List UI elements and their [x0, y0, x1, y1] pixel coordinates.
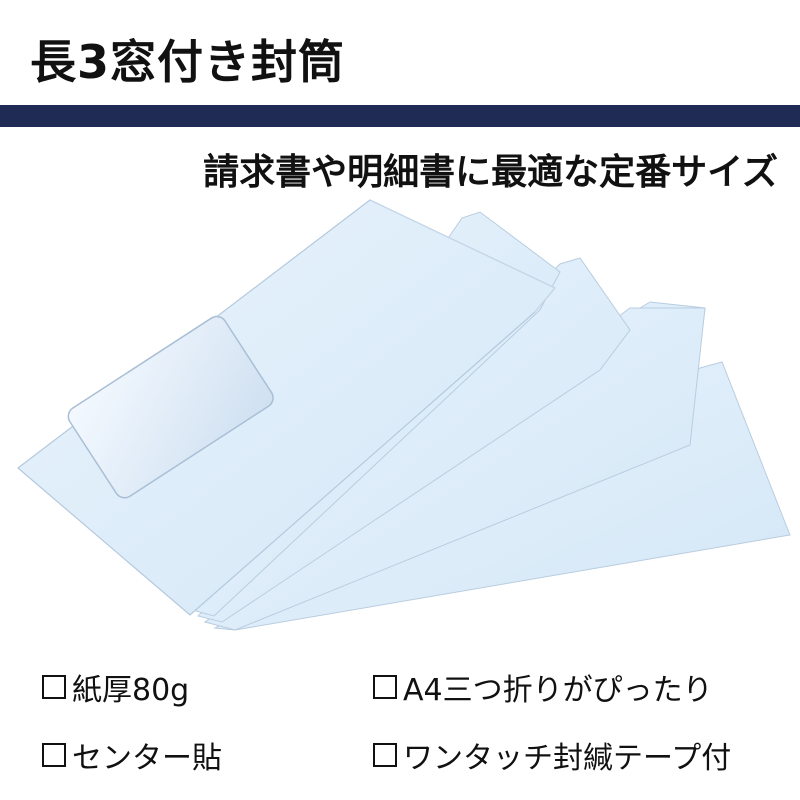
envelope-1 — [17, 199, 556, 616]
checkbox-icon — [42, 743, 66, 767]
feature-label: センター貼 — [72, 741, 222, 776]
product-title: 長3窓付き封筒 — [30, 35, 346, 89]
feature-list: 紙厚80g A4三つ折りがぴったり センター貼 ワンタッチ封緘テープ付 — [0, 655, 800, 800]
feature-item: A4三つ折りがぴったり — [373, 665, 713, 709]
checkbox-icon — [373, 675, 397, 699]
feature-item: 紙厚80g — [42, 665, 189, 709]
feature-item: ワンタッチ封緘テープ付 — [373, 733, 731, 777]
envelope-window — [67, 315, 274, 499]
envelope-3 — [197, 257, 631, 623]
feature-item: センター貼 — [42, 733, 222, 777]
envelopes-image — [17, 199, 791, 631]
checkbox-icon — [373, 743, 397, 767]
subtitle: 請求書や明細書に最適な定番サイズ — [203, 152, 778, 193]
header-band — [0, 105, 800, 127]
feature-label: ワンタッチ封緘テープ付 — [403, 741, 732, 776]
feature-label: A4三つ折りがぴったり — [403, 673, 713, 708]
feature-label: 紙厚80g — [72, 673, 190, 708]
checkbox-icon — [42, 675, 66, 699]
